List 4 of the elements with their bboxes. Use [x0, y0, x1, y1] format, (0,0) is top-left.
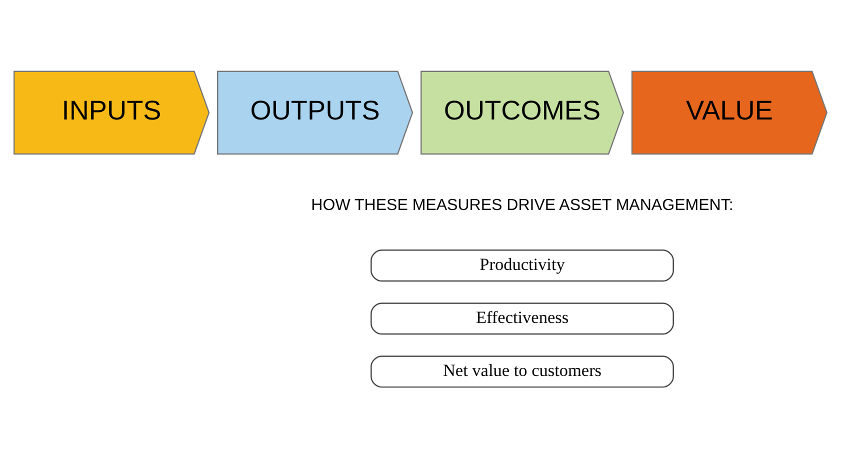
node-box: Effectiveness: [370, 302, 674, 334]
node-box: Net value to customers: [370, 355, 674, 388]
label: HOW THESE MEASURES DRIVE ASSET MANAGEMENT:: [311, 195, 734, 214]
node-box: Productivity: [370, 249, 674, 282]
